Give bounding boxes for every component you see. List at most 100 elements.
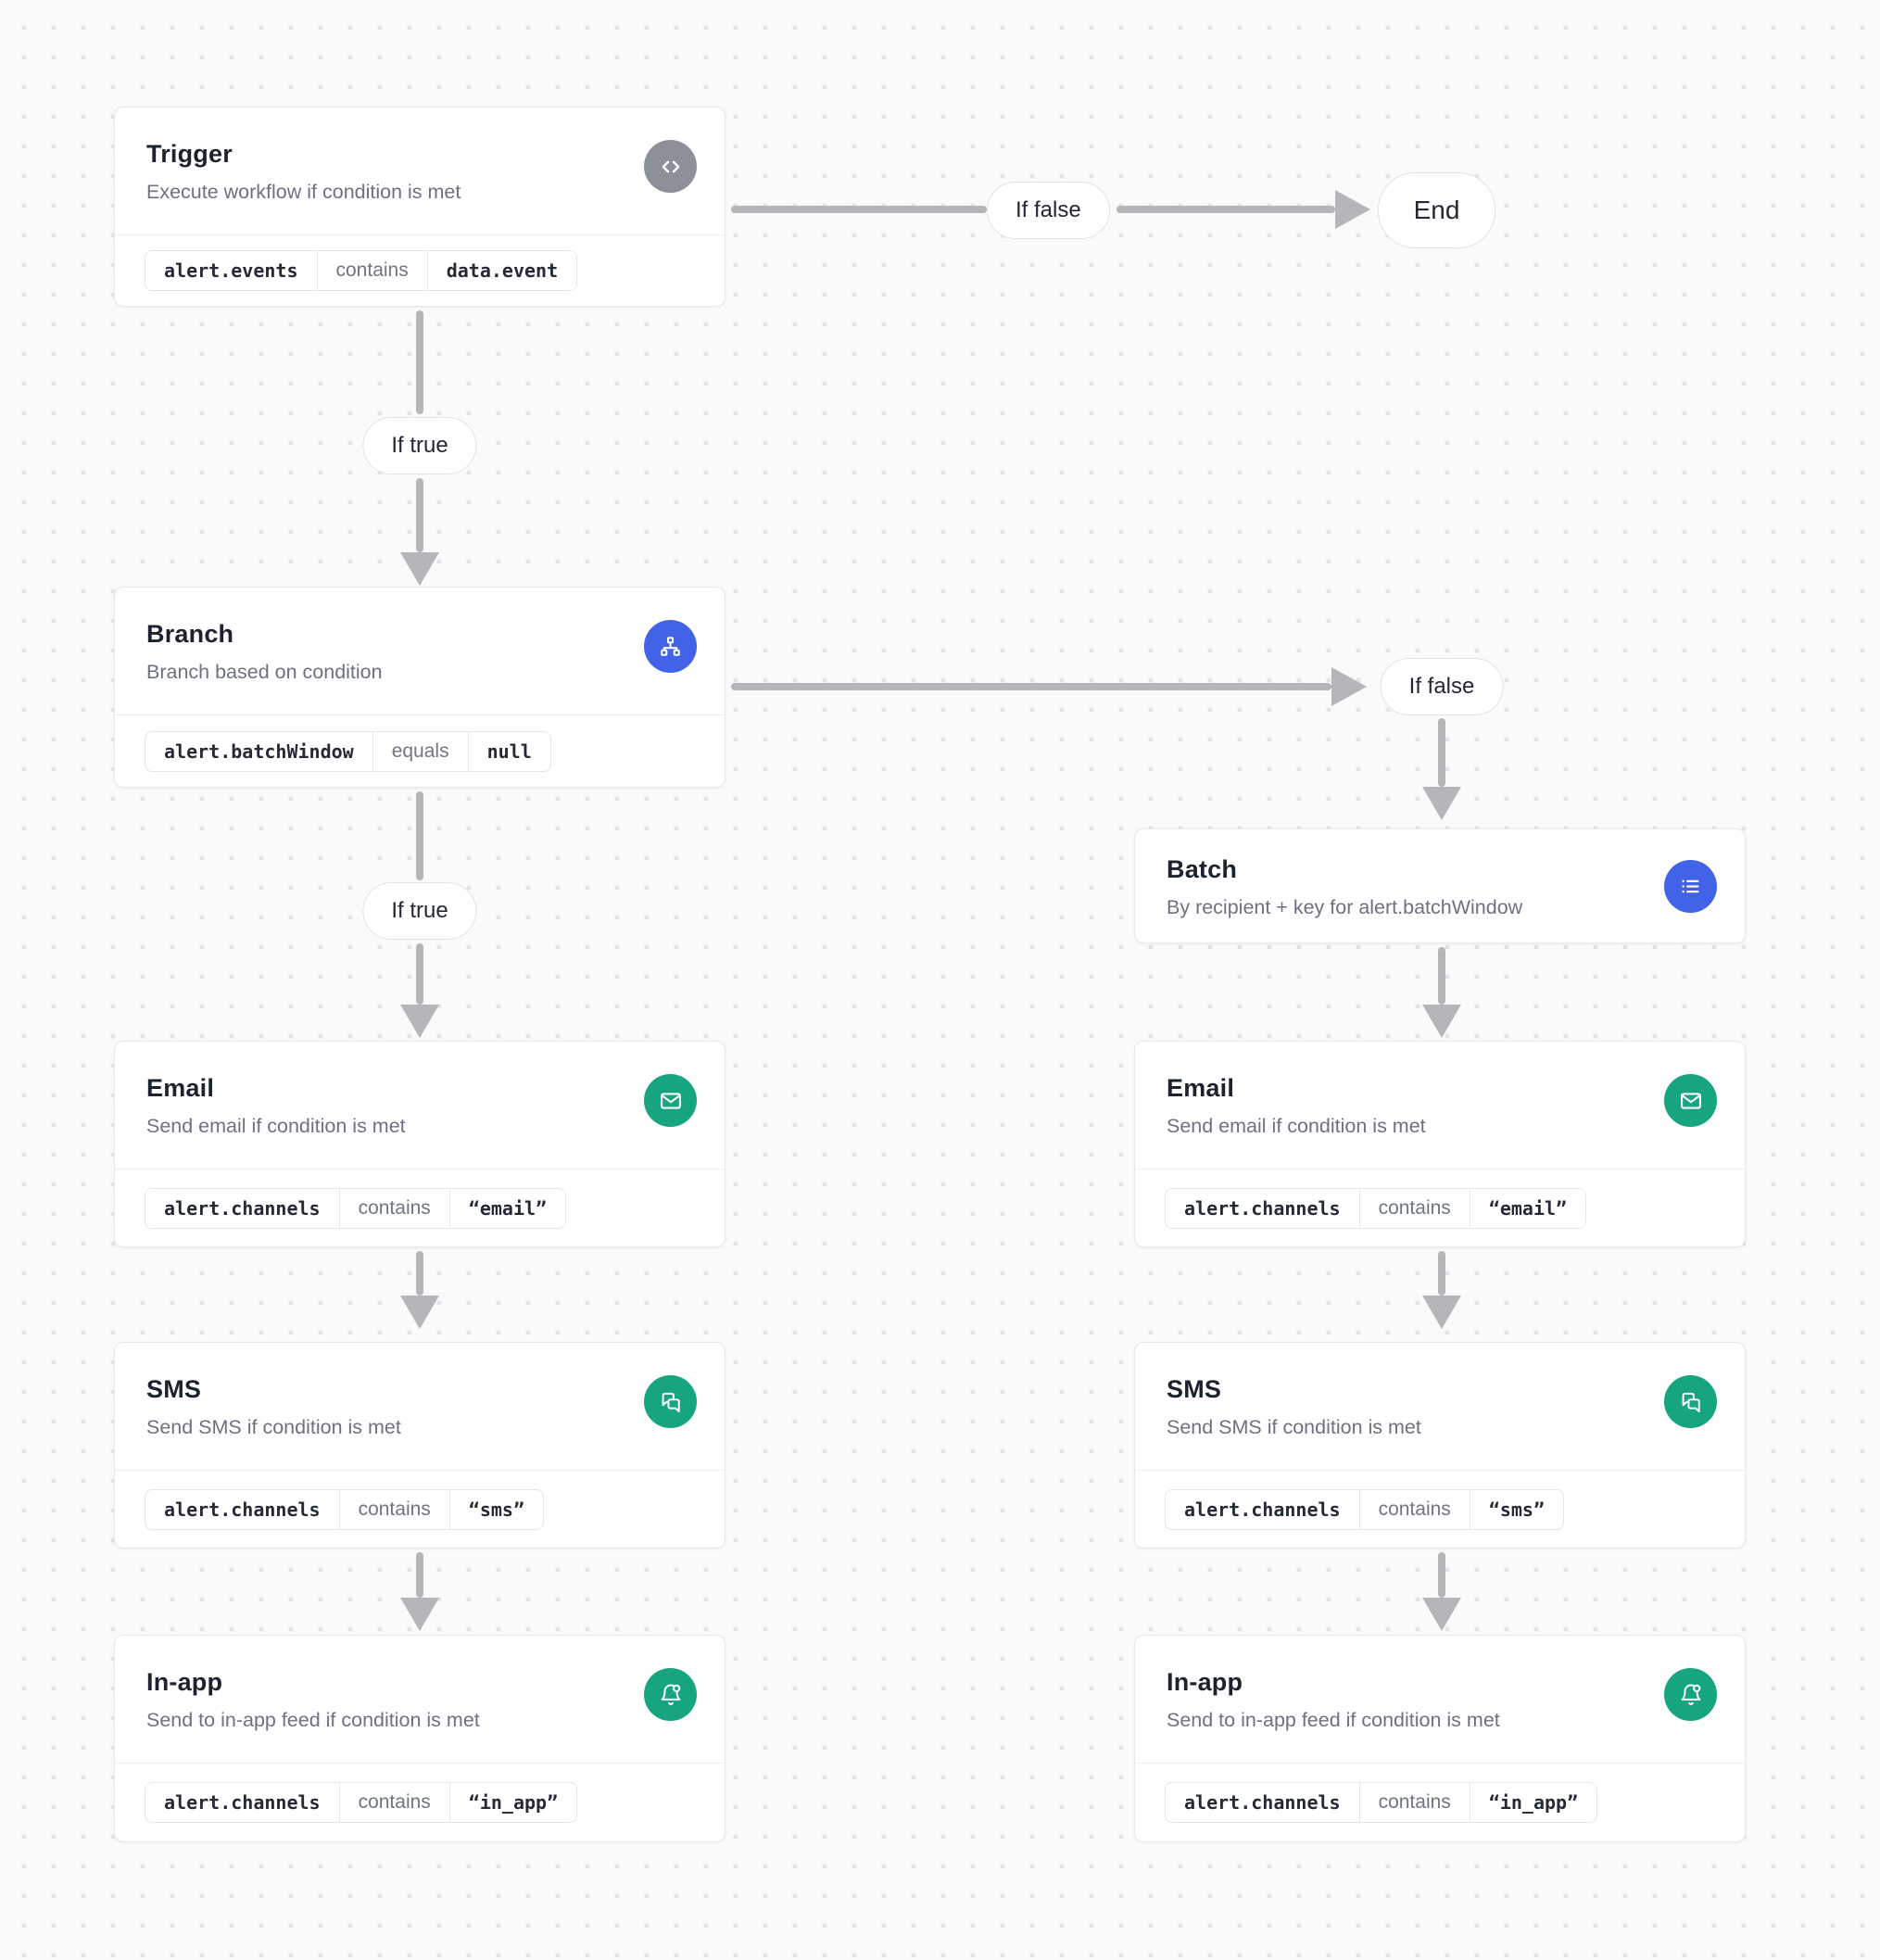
- email-condition-row: alert.channels contains “email”: [1135, 1169, 1745, 1246]
- node-batch[interactable]: Batch By recipient + key for alert.batch…: [1134, 828, 1746, 943]
- inapp-subtitle: Send to in-app feed if condition is met: [146, 1709, 480, 1732]
- condition-field: alert.channels: [164, 1498, 321, 1521]
- node-inapp-left[interactable]: In-app Send to in-app feed if condition …: [114, 1635, 726, 1842]
- code-icon: [644, 140, 697, 193]
- node-inapp-right[interactable]: In-app Send to in-app feed if condition …: [1134, 1635, 1746, 1842]
- sms-subtitle: Send SMS if condition is met: [146, 1416, 401, 1439]
- edge-iftrue-email-line: [416, 943, 423, 1005]
- bell-badge-icon: [644, 1668, 697, 1721]
- condition-value: “in_app”: [1469, 1783, 1596, 1822]
- condition-chip: alert.channels contains “in_app”: [1165, 1782, 1598, 1823]
- condition-operator: contains: [1358, 1188, 1470, 1228]
- edge-trigger-iffalse-line: [731, 206, 987, 213]
- trigger-subtitle: Execute workflow if condition is met: [146, 181, 461, 204]
- sms-header: SMS Send SMS if condition is met: [115, 1343, 725, 1470]
- edge-label-if-true: If true: [362, 882, 477, 940]
- inapp-header: In-app Send to in-app feed if condition …: [1135, 1636, 1745, 1763]
- email-title: Email: [146, 1074, 215, 1102]
- edge-sms-inapp-line: [1438, 1552, 1445, 1598]
- node-email-left[interactable]: Email Send email if condition is met ale…: [114, 1041, 726, 1247]
- node-trigger[interactable]: Trigger Execute workflow if condition is…: [114, 107, 726, 307]
- arrow-head: [1331, 667, 1367, 706]
- trigger-header: Trigger Execute workflow if condition is…: [115, 107, 725, 234]
- mail-icon: [1664, 1074, 1717, 1127]
- trigger-condition-row: alert.events contains data.event: [115, 234, 725, 306]
- condition-chip: alert.channels contains “sms”: [145, 1488, 545, 1530]
- branch-title: Branch: [146, 620, 234, 648]
- node-sms-right[interactable]: SMS Send SMS if condition is met alert.c…: [1134, 1342, 1746, 1549]
- edge-trigger-iftrue-line: [416, 310, 423, 414]
- sms-title: SMS: [146, 1375, 202, 1403]
- sms-subtitle: Send SMS if condition is met: [1167, 1416, 1421, 1439]
- branch-header: Branch Branch based on condition: [115, 588, 725, 714]
- condition-chip: alert.channels contains “sms”: [1165, 1488, 1565, 1530]
- edge-branch-iffalse-line: [731, 683, 1331, 690]
- inapp-condition-row: alert.channels contains “in_app”: [115, 1763, 725, 1841]
- condition-value: “sms”: [448, 1489, 543, 1529]
- list-icon: [1664, 860, 1717, 913]
- branch-condition-row: alert.batchWindow equals null: [115, 714, 725, 787]
- condition-operator: contains: [316, 251, 427, 290]
- email-subtitle: Send email if condition is met: [1167, 1115, 1426, 1138]
- edge-iffalse-end-line: [1117, 206, 1335, 213]
- email-subtitle: Send email if condition is met: [146, 1115, 406, 1138]
- edge-iffalse-batch-line: [1438, 718, 1445, 787]
- node-sms-left[interactable]: SMS Send SMS if condition is met alert.c…: [114, 1342, 726, 1549]
- node-email-right[interactable]: Email Send email if condition is met ale…: [1134, 1041, 1746, 1247]
- inapp-condition-row: alert.channels contains “in_app”: [1135, 1763, 1745, 1841]
- sms-header: SMS Send SMS if condition is met: [1135, 1343, 1745, 1470]
- condition-value: “in_app”: [448, 1783, 576, 1822]
- arrow-head: [400, 1005, 439, 1038]
- mail-icon: [644, 1074, 697, 1127]
- email-title: Email: [1167, 1074, 1235, 1102]
- condition-value: “sms”: [1469, 1489, 1563, 1529]
- condition-value: data.event: [426, 251, 576, 290]
- arrow-head: [1422, 1296, 1461, 1329]
- inapp-header: In-app Send to in-app feed if condition …: [115, 1636, 725, 1763]
- email-header: Email Send email if condition is met: [115, 1042, 725, 1169]
- branch-subtitle: Branch based on condition: [146, 661, 383, 684]
- edge-email-sms-line: [416, 1251, 423, 1296]
- sitemap-icon: [644, 620, 697, 673]
- node-branch[interactable]: Branch Branch based on condition alert.b…: [114, 587, 726, 788]
- arrow-head: [1335, 190, 1370, 229]
- inapp-title: In-app: [1167, 1668, 1243, 1696]
- arrow-head: [1422, 787, 1461, 820]
- chat-bubbles-icon: [1664, 1375, 1717, 1428]
- condition-chip: alert.events contains data.event: [145, 250, 578, 291]
- batch-header: Batch By recipient + key for alert.batch…: [1135, 829, 1745, 944]
- condition-operator: equals: [372, 731, 468, 771]
- condition-chip: alert.channels contains “email”: [145, 1187, 567, 1229]
- condition-operator: contains: [338, 1783, 449, 1822]
- edge-label-if-false: If false: [987, 182, 1110, 239]
- email-header: Email Send email if condition is met: [1135, 1042, 1745, 1169]
- edge-iftrue-branch-line: [416, 478, 423, 552]
- chat-bubbles-icon: [644, 1375, 697, 1428]
- end-node: End: [1378, 172, 1495, 248]
- condition-field: alert.events: [164, 259, 298, 282]
- batch-subtitle: By recipient + key for alert.batchWindow: [1167, 896, 1523, 919]
- arrow-head: [400, 552, 439, 586]
- condition-chip: alert.channels contains “in_app”: [145, 1782, 578, 1823]
- condition-chip: alert.batchWindow equals null: [145, 730, 551, 772]
- edge-sms-inapp-line: [416, 1552, 423, 1598]
- batch-title: Batch: [1167, 855, 1238, 883]
- condition-field: alert.channels: [1184, 1498, 1341, 1521]
- arrow-head: [400, 1296, 439, 1329]
- condition-field: alert.channels: [164, 1791, 321, 1814]
- condition-field: alert.channels: [1184, 1196, 1341, 1220]
- condition-field: alert.channels: [1184, 1791, 1341, 1814]
- sms-title: SMS: [1167, 1375, 1222, 1403]
- sms-condition-row: alert.channels contains “sms”: [1135, 1470, 1745, 1548]
- arrow-head: [1422, 1005, 1461, 1038]
- edge-label-if-false: If false: [1380, 658, 1504, 715]
- condition-operator: contains: [1358, 1783, 1470, 1822]
- condition-operator: contains: [338, 1489, 449, 1529]
- inapp-subtitle: Send to in-app feed if condition is met: [1167, 1709, 1500, 1732]
- condition-field: alert.batchWindow: [164, 740, 354, 763]
- edge-batch-email-line: [1438, 947, 1445, 1005]
- condition-value: “email”: [1469, 1188, 1585, 1228]
- condition-value: null: [467, 731, 550, 771]
- bell-badge-icon: [1664, 1668, 1717, 1721]
